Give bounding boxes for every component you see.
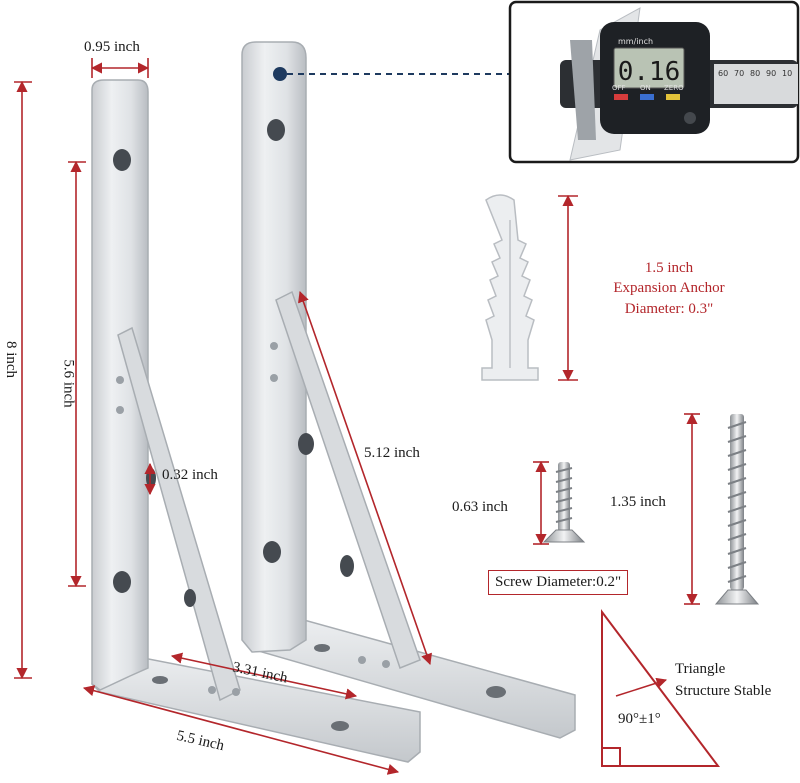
left-base-hole-2 xyxy=(331,721,349,731)
right-arm-hole-bottom xyxy=(263,541,281,563)
left-arm-hole-bottom xyxy=(113,571,131,593)
short-screw xyxy=(542,462,586,543)
right-brace-hole-2 xyxy=(340,555,354,577)
caliper-reading: 0.16 xyxy=(618,57,681,87)
left-brace-hole-1 xyxy=(146,468,156,488)
expansion-anchor xyxy=(481,194,539,381)
brace-length-label: 5.12 inch xyxy=(364,445,420,461)
left-arm-hole-top xyxy=(113,149,131,171)
caliper-scale-4: 10 xyxy=(782,69,792,78)
caliper-btn-off: OFF xyxy=(612,84,626,92)
caliper-btn-on: ON xyxy=(640,84,651,92)
triangle-diagram xyxy=(601,609,721,767)
caliper-unit-label: mm/inch xyxy=(618,37,653,46)
measure-point-dot xyxy=(273,67,287,81)
caliper-inset xyxy=(508,0,800,164)
hole-diameter-label: 0.32 inch xyxy=(162,467,218,483)
anchor-info: 1.5 inch Expansion Anchor Diameter: 0.3" xyxy=(594,258,744,319)
anchor-length-label: 1.5 inch xyxy=(644,260,694,276)
triangle-angle-label: 90°±1° xyxy=(618,711,661,727)
short-screw-length-label: 0.63 inch xyxy=(452,499,508,515)
left-brace-hole-2 xyxy=(184,589,196,607)
bracket-width-label: 0.95 inch xyxy=(84,39,140,55)
caliper-scale-2: 80 xyxy=(750,69,760,78)
right-brace-hole-1 xyxy=(298,433,314,455)
caliper-btn-zero: ZERO xyxy=(664,84,684,92)
total-height-label: 8 inch xyxy=(3,340,20,379)
caliper-scale-0: 60 xyxy=(718,69,728,78)
long-screw xyxy=(714,414,760,605)
triangle-title-line2: Structure Stable xyxy=(675,683,772,699)
anchor-name-label: Expansion Anchor xyxy=(613,280,725,297)
right-base-hole xyxy=(486,686,506,698)
hole-span-label: 5.6 inch xyxy=(60,359,77,408)
triangle-title-line1: Triangle xyxy=(675,661,726,677)
long-screw-length-label: 1.35 inch xyxy=(610,494,666,510)
anchor-diameter-label: Diameter: 0.3" xyxy=(624,300,714,317)
left-base-hole-1 xyxy=(152,676,168,684)
screw-diameter-box: Screw Diameter:0.2" xyxy=(488,570,629,595)
dimension-lines xyxy=(14,58,700,775)
caliper-scale-3: 90 xyxy=(766,69,776,78)
caliper-scale-1: 70 xyxy=(734,69,744,78)
right-arm-hole-top xyxy=(267,119,285,141)
